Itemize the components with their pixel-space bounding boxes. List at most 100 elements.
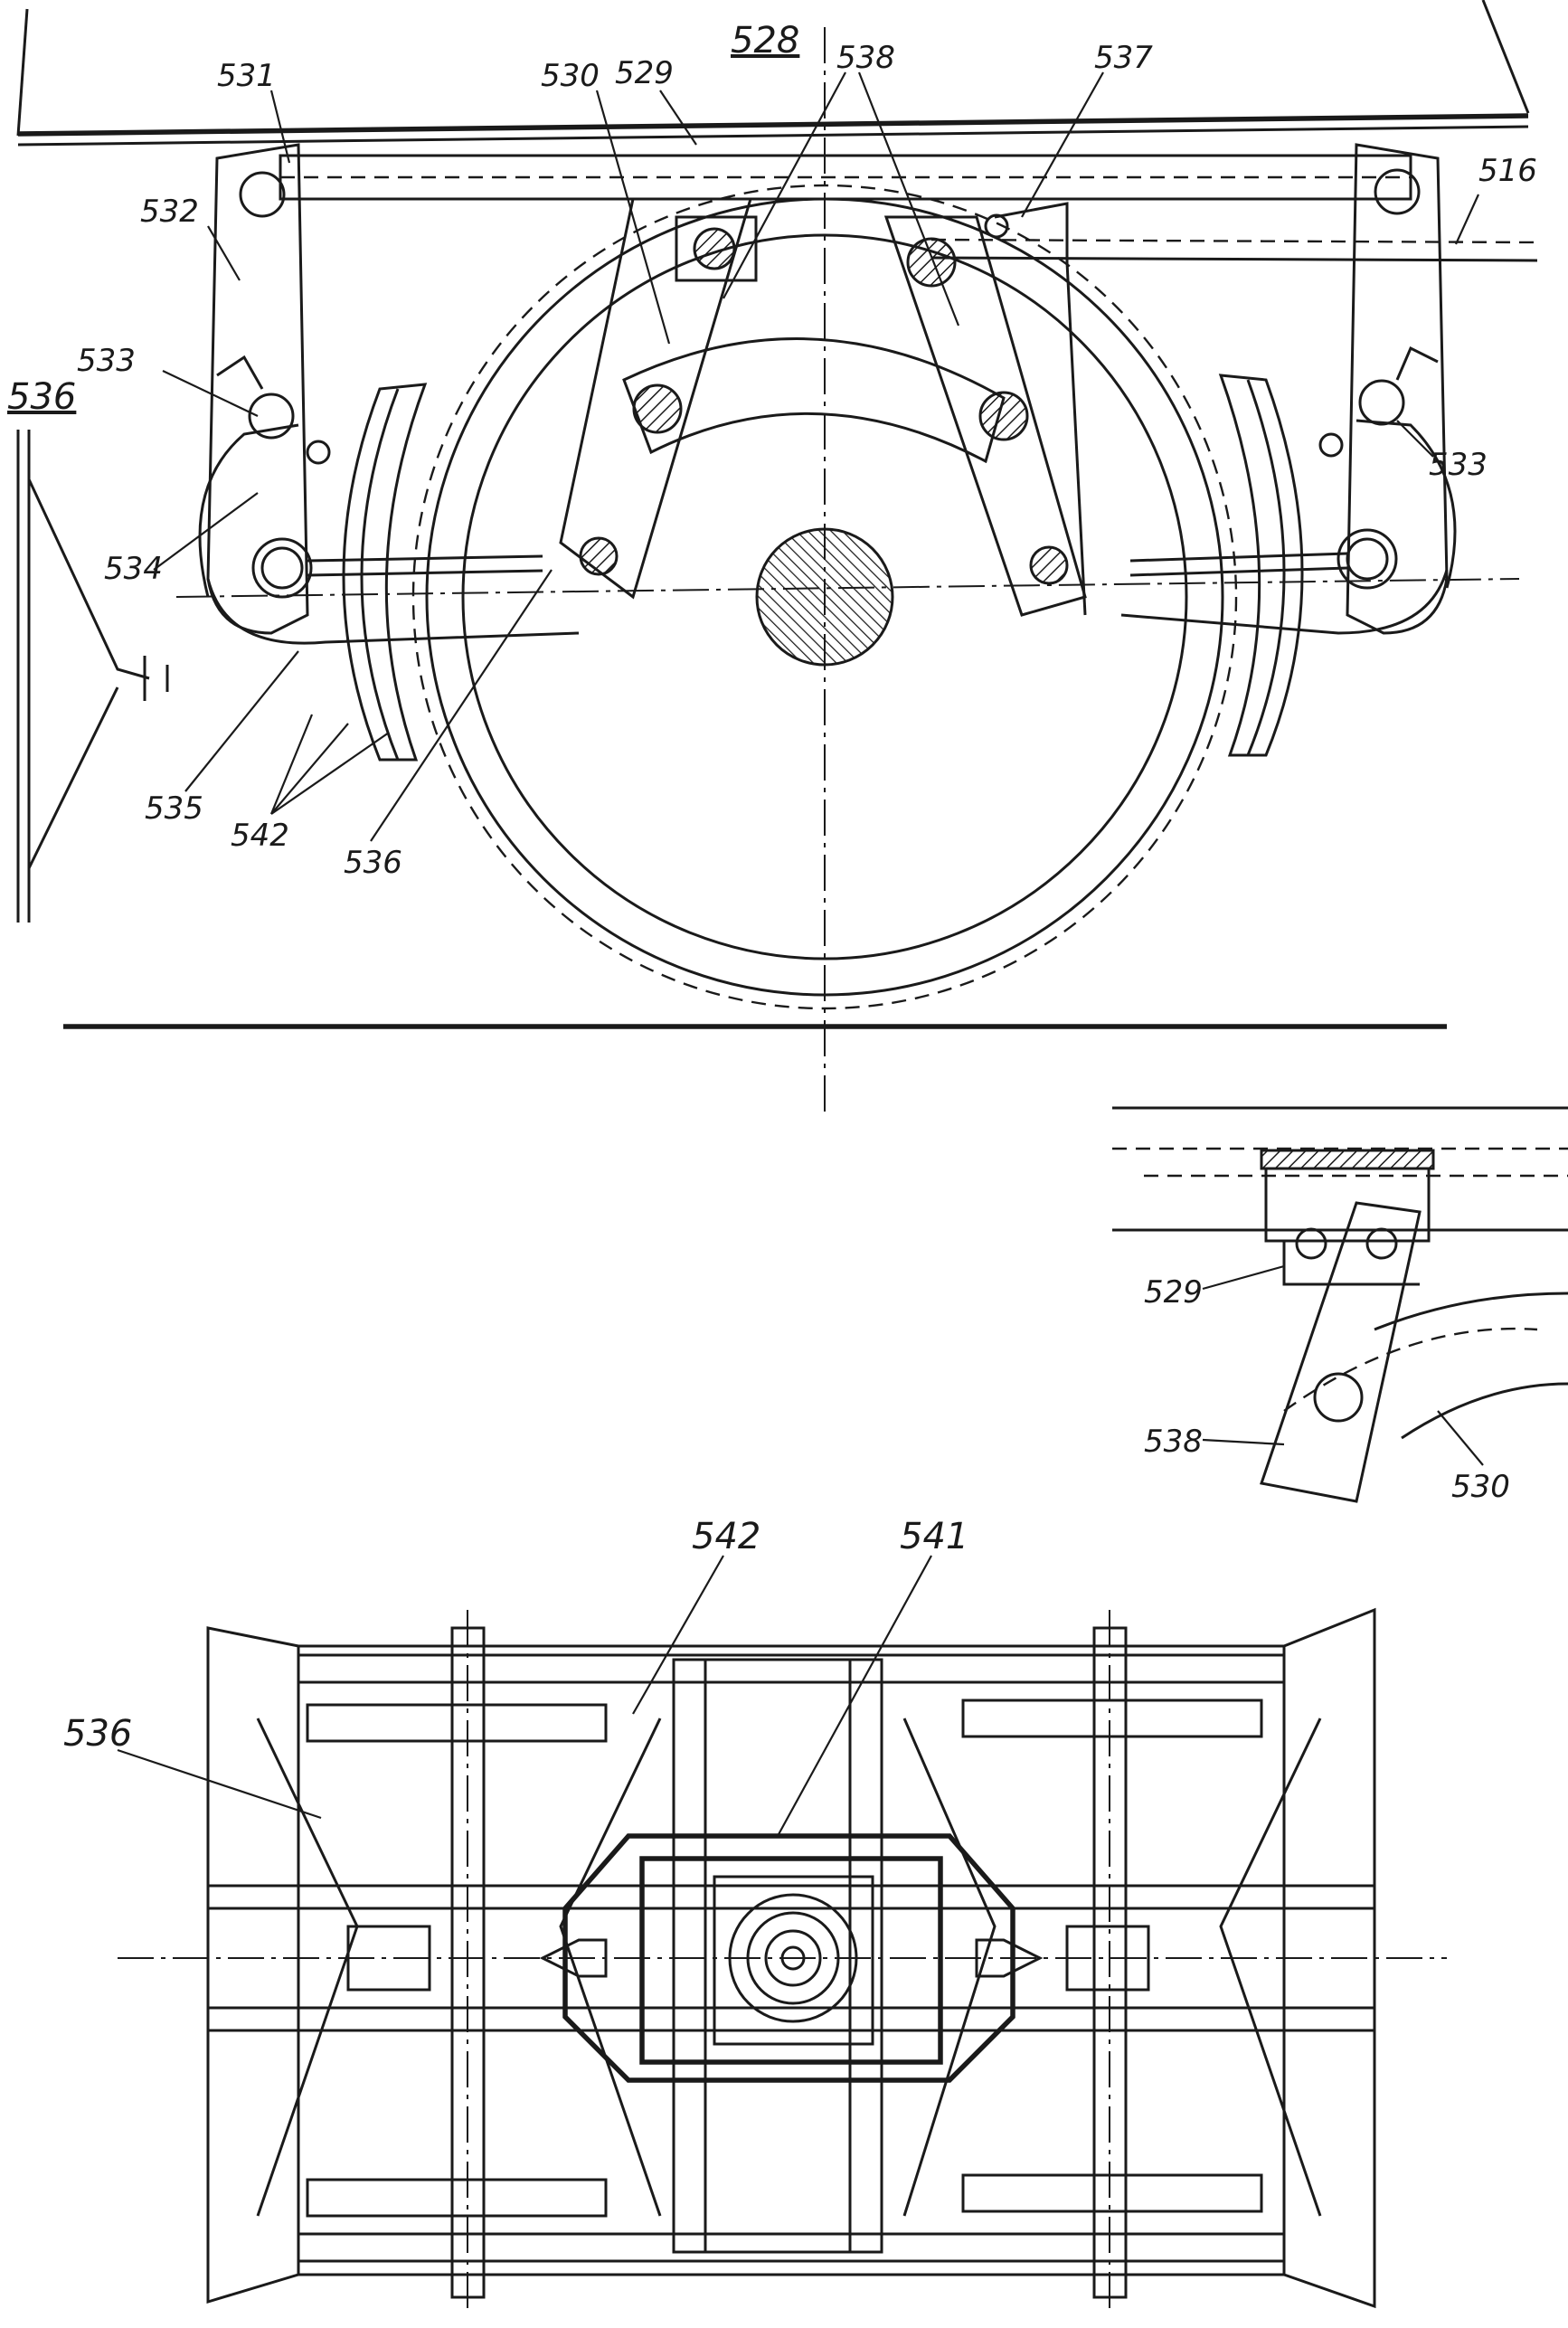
- leader-542-plan: [632, 1555, 724, 1715]
- callout-533-left: 533: [77, 343, 136, 379]
- leader-535: [184, 650, 299, 792]
- leader-531: [269, 90, 291, 164]
- wheel-horizontal-axis: [175, 578, 1520, 598]
- safety-loop-right: [1395, 345, 1439, 381]
- car-body-underside-inner: [17, 125, 1529, 147]
- car-body-underside: [17, 113, 1529, 137]
- brake-rod-516: [930, 238, 1538, 244]
- center-plate-inner: [713, 1875, 874, 2046]
- pull-rod-right-top: [1129, 552, 1348, 563]
- lever-bracket-529: [675, 215, 758, 282]
- safety-pin-right: [1318, 432, 1344, 458]
- car-body-right-edge: [1481, 0, 1530, 114]
- detail-beam-hidden: [1283, 1327, 1538, 1412]
- detail-callout-538: 538: [1144, 1424, 1203, 1460]
- brake-beam-end-left-inner: [260, 546, 304, 590]
- detail-bracket-top: [1260, 1149, 1435, 1170]
- brace-left-outer: [256, 1718, 359, 2217]
- long-beam-upper: [206, 1884, 1376, 1910]
- linkage-upper-arm: [27, 478, 150, 680]
- rod-537: [994, 202, 1069, 262]
- plan-callout-536: 536: [63, 1713, 132, 1755]
- brake-hanger-left: [206, 143, 309, 635]
- rod-537-drop: [1065, 261, 1087, 616]
- detail-pin-1: [1295, 1227, 1327, 1260]
- leader-530: [595, 90, 671, 345]
- brake-beam-end-right-inner: [1346, 537, 1389, 581]
- hanger-pin-right-mid: [1358, 379, 1405, 426]
- plan-view: [118, 1607, 1447, 2315]
- leader-lines: [117, 71, 1484, 1837]
- lever-pivot-right-bottom: [1029, 545, 1069, 585]
- pull-rod-left-bottom: [307, 569, 543, 577]
- center-pivot-ring: [746, 1911, 840, 2005]
- leader-533-left: [162, 370, 259, 417]
- leader-541-plan: [777, 1555, 932, 1837]
- plan-callout-542: 542: [692, 1516, 760, 1557]
- leader-530-detail: [1437, 1410, 1484, 1466]
- detail-callout-529: 529: [1144, 1274, 1203, 1311]
- plan-brake-block-bl: [306, 2178, 608, 2218]
- linkage-lower-arm: [27, 686, 119, 869]
- hanger-pin-right-top: [1374, 168, 1421, 215]
- hanger-pin-left-top: [239, 171, 286, 218]
- hanger-pin-left-mid: [248, 393, 295, 440]
- callout-531: 531: [217, 58, 276, 94]
- callout-536: 536: [344, 845, 402, 881]
- callouts: 528 531 530 529 538 537 516 532 533 533 …: [7, 20, 1537, 1755]
- brake-block-left: [342, 383, 428, 762]
- brake-rod-516-lower: [930, 256, 1538, 262]
- pivot-rod-end-right: [975, 1938, 1044, 1978]
- center-pivot-outer: [728, 1893, 858, 2023]
- leader-529: [659, 90, 697, 146]
- equalizer-beam-530: [622, 337, 1006, 464]
- center-pivot-pin: [780, 1945, 806, 1971]
- brake-block-right: [1218, 374, 1304, 757]
- pull-rod-right-bottom: [1129, 566, 1348, 577]
- detail-lever-538: [1260, 1201, 1422, 1503]
- callout-530: 530: [541, 58, 600, 94]
- side-view: [16, 0, 1538, 1112]
- car-body-left-edge: [16, 8, 29, 137]
- callout-516: 516: [1478, 153, 1537, 189]
- vertical-lever-left: [559, 197, 753, 600]
- plan-brake-block-tl: [306, 1703, 608, 1743]
- leader-542-a: [269, 714, 314, 815]
- lever-pivot-left-top: [693, 227, 736, 270]
- wheel-rim-inner: [461, 233, 1188, 961]
- brake-hanger-right: [1346, 143, 1449, 635]
- long-beam-lower: [206, 2006, 1376, 2032]
- plan-callout-541: 541: [900, 1516, 968, 1557]
- callout-529: 529: [615, 55, 674, 91]
- leader-529-detail: [1202, 1264, 1285, 1291]
- callout-533-right: 533: [1429, 447, 1488, 483]
- plan-brake-block-tr: [961, 1699, 1263, 1738]
- side-frame-bottom: [297, 2232, 1286, 2263]
- safety-loop-left: [216, 355, 264, 390]
- leader-536-side: [370, 569, 553, 842]
- side-frame-top: [297, 1653, 1286, 1684]
- detail-callout-530: 530: [1451, 1469, 1510, 1505]
- pull-rod-left-top: [307, 554, 543, 563]
- title-number: 528: [731, 20, 799, 62]
- callout-542: 542: [231, 818, 289, 854]
- callout-534: 534: [104, 551, 163, 587]
- leader-542-c: [270, 732, 390, 815]
- center-plate: [639, 1856, 943, 2065]
- bogie-frame-plan: [206, 1607, 1376, 2309]
- rod-guide-left: [346, 1925, 431, 1992]
- lever-pivot-left-bottom: [579, 536, 619, 576]
- brace-left-inner: [559, 1718, 662, 2217]
- brake-shoe-right: [1246, 379, 1286, 756]
- leader-538-a: [723, 71, 846, 299]
- center-pivot-ring-2: [764, 1929, 822, 1987]
- leader-532: [207, 225, 241, 281]
- leader-538-detail: [1202, 1438, 1285, 1446]
- safety-pin-left: [306, 440, 331, 465]
- detail-hanger-529: [1282, 1241, 1420, 1286]
- safety-catch-right: [1355, 419, 1457, 589]
- detail-lever-pivot: [1313, 1372, 1364, 1423]
- safety-catch-left: [198, 423, 299, 598]
- leader-516: [1454, 194, 1480, 245]
